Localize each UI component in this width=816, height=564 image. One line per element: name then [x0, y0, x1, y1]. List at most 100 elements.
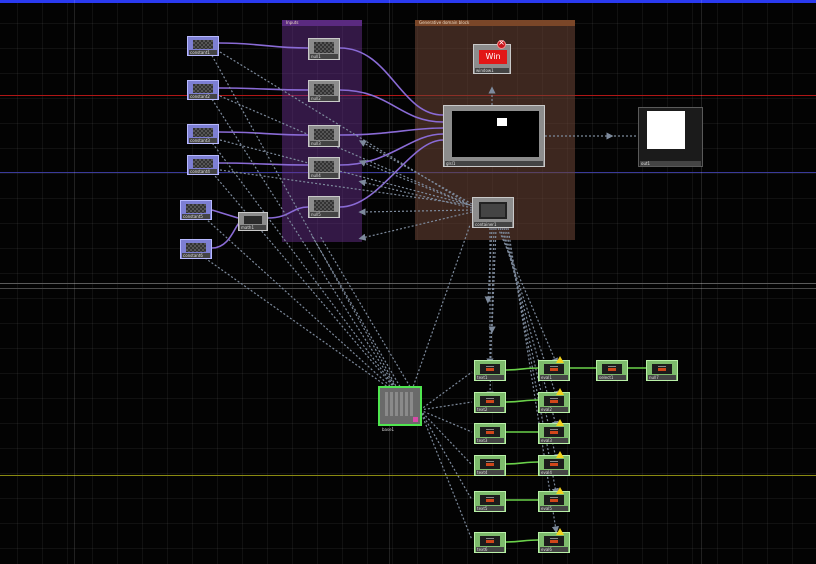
dat-node-text1[interactable]: text1 — [474, 360, 506, 381]
error-icon[interactable] — [497, 38, 506, 49]
node-viewer — [480, 427, 500, 437]
node-label: text6 — [476, 547, 504, 552]
node-viewer — [480, 536, 500, 546]
warning-icon[interactable] — [556, 487, 564, 494]
node-viewer — [193, 40, 213, 49]
node-label: math1 — [240, 225, 266, 230]
node-viewer — [193, 84, 213, 93]
comp-flag-icon — [413, 417, 418, 422]
node-label: constant6 — [182, 253, 210, 258]
node-viewer — [244, 216, 262, 224]
top-node-out1[interactable]: out1 — [638, 107, 703, 167]
dat-node-eval3[interactable]: eval3 — [538, 423, 570, 444]
dat-node-eval5[interactable]: eval5 — [538, 491, 570, 512]
guide-line-yellow — [0, 475, 816, 476]
node-viewer — [314, 84, 334, 95]
node-label: text1 — [476, 375, 504, 380]
node-label: eval1 — [540, 375, 568, 380]
dat-node-null7[interactable]: null7 — [646, 360, 678, 381]
node-viewer — [544, 536, 564, 546]
warning-icon[interactable] — [556, 451, 564, 458]
dat-node-eval1[interactable]: eval1 — [538, 360, 570, 381]
node-viewer — [544, 427, 564, 437]
node-viewer — [480, 364, 500, 374]
node-viewer — [652, 364, 672, 374]
node-label: text5 — [476, 506, 504, 511]
warning-icon[interactable] — [556, 419, 564, 426]
chop-node-constant3[interactable]: constant3 — [187, 124, 219, 144]
warning-icon[interactable] — [556, 388, 564, 395]
node-label: text4 — [476, 470, 504, 475]
dat-node-text4[interactable]: text4 — [474, 455, 506, 476]
window-node[interactable]: Win window1 — [473, 44, 511, 74]
node-label: out1 — [640, 161, 701, 166]
node-viewer — [314, 161, 334, 172]
guide-line-vertical-2 — [389, 0, 390, 564]
viewer-white-square — [497, 118, 507, 126]
node-viewer — [480, 495, 500, 505]
node-viewer — [647, 111, 685, 149]
node-viewer — [480, 459, 500, 469]
node-label: eval4 — [540, 470, 568, 475]
top-node-null2[interactable]: null2 — [308, 80, 340, 102]
node-viewer — [385, 392, 415, 416]
guide-line-gray-2 — [0, 288, 816, 289]
top-node-null1[interactable]: null1 — [308, 38, 340, 60]
guide-line-gray-1 — [0, 283, 816, 284]
chop-node-math1[interactable]: math1 — [238, 212, 268, 231]
node-label: text2 — [476, 407, 504, 412]
node-viewer — [186, 243, 206, 252]
dat-node-select1[interactable]: select1 — [596, 360, 628, 381]
chop-node-constant6[interactable]: constant6 — [180, 239, 212, 259]
dat-node-eval2[interactable]: eval2 — [538, 392, 570, 413]
node-viewer — [193, 159, 213, 168]
node-viewer — [544, 459, 564, 469]
node-label: null4 — [310, 173, 338, 178]
node-viewer — [193, 128, 213, 137]
node-label: null1 — [310, 54, 338, 59]
node-label: container1 — [474, 222, 512, 227]
node-label: constant3 — [189, 138, 217, 143]
dat-node-text6[interactable]: text6 — [474, 532, 506, 553]
top-node-null4[interactable]: null4 — [308, 157, 340, 179]
warning-icon[interactable] — [556, 356, 564, 363]
node-label: constant1 — [189, 50, 217, 55]
dat-node-eval4[interactable]: eval4 — [538, 455, 570, 476]
dat-node-text5[interactable]: text5 — [474, 491, 506, 512]
comp-node-base1-selected[interactable]: base1 — [378, 386, 422, 432]
top-node-null5[interactable]: null5 — [308, 196, 340, 218]
chop-node-constant2[interactable]: constant2 — [187, 80, 219, 100]
node-label: window1 — [475, 68, 509, 73]
guide-line-blue — [0, 172, 816, 173]
node-label: eval3 — [540, 438, 568, 443]
node-label: constant4 — [189, 169, 217, 174]
node-label: null5 — [310, 212, 338, 217]
top-node-null3[interactable]: null3 — [308, 125, 340, 147]
warning-icon[interactable] — [556, 528, 564, 535]
chop-node-constant1[interactable]: constant1 — [187, 36, 219, 56]
node-viewer — [186, 204, 206, 213]
panel-node-container1[interactable]: container1 — [472, 197, 514, 228]
dat-node-text2[interactable]: text2 — [474, 392, 506, 413]
annotation-inputs-title: Inputs — [286, 20, 299, 25]
node-viewer — [544, 396, 564, 406]
node-label: text3 — [476, 438, 504, 443]
node-viewer — [479, 202, 507, 219]
window-node-button[interactable]: Win — [479, 50, 507, 64]
node-caption — [645, 151, 698, 159]
top-node-glsl1[interactable]: glsl1 — [443, 105, 545, 167]
dat-node-eval6[interactable]: eval6 — [538, 532, 570, 553]
node-label: eval5 — [540, 506, 568, 511]
node-label: eval2 — [540, 407, 568, 412]
node-label: null3 — [310, 141, 338, 146]
node-label: null7 — [648, 375, 676, 380]
node-label: null2 — [310, 96, 338, 101]
chop-node-constant5[interactable]: constant5 — [180, 200, 212, 220]
node-label: select1 — [598, 375, 626, 380]
annotation-generative-title: Generative domain block — [419, 20, 470, 25]
node-viewer — [314, 129, 334, 140]
dat-node-text3[interactable]: text3 — [474, 423, 506, 444]
chop-node-constant4[interactable]: constant4 — [187, 155, 219, 175]
